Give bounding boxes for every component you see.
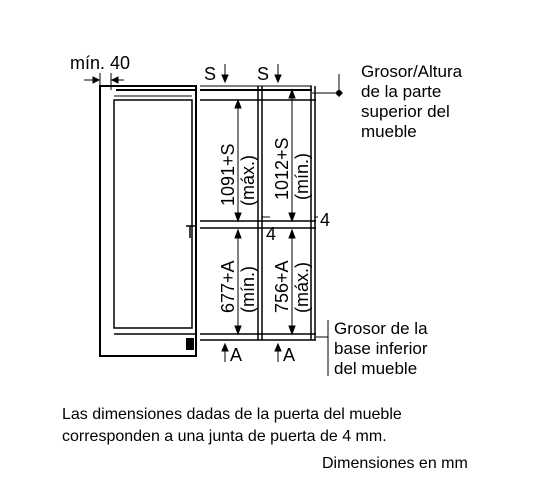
- top-reference-line: [200, 85, 312, 91]
- gap-label-right: 4: [320, 210, 330, 230]
- s-label-left: S: [204, 64, 216, 84]
- dimension-1012-note: (mín.): [292, 153, 312, 200]
- dimension-1012-arrow: [288, 88, 296, 223]
- top-callout-line-4: mueble: [361, 122, 417, 141]
- bottom-callout-line-1: Grosor de la: [334, 319, 428, 338]
- min-gap-label: mín. 40: [70, 53, 130, 73]
- a-arrow-right-icon: [274, 342, 282, 362]
- bottom-callout-line-3: del mueble: [334, 359, 417, 378]
- a-label-right: A: [283, 345, 295, 365]
- door-gap-note-line-2: corresponden a una junta de puerta de 4 …: [62, 428, 387, 445]
- gap-label-middle: 4: [266, 224, 276, 244]
- s-arrow-left-icon: [221, 64, 229, 84]
- s-arrow-right-icon: [274, 64, 282, 84]
- cabinet-panel-middle: [257, 86, 263, 340]
- dimension-677-label: 677+A: [218, 260, 238, 313]
- a-label-left: A: [230, 345, 242, 365]
- bottom-callout-leader: [316, 320, 329, 376]
- top-callout-line-2: de la parte: [361, 82, 441, 101]
- dimension-677-arrow: [234, 228, 242, 336]
- door-gap-note-line-1: Las dimensiones dadas de la puerta del m…: [62, 406, 402, 423]
- dimension-1091-note: (máx.): [238, 155, 258, 206]
- a-arrow-left-icon: [221, 342, 229, 362]
- dimension-1012-label: 1012+S: [272, 137, 292, 200]
- appliance-outline: [99, 85, 197, 357]
- s-label-right: S: [257, 64, 269, 84]
- dimension-1091-arrow: [234, 98, 242, 223]
- bottom-reference-line: [200, 333, 316, 341]
- door-gap-lines: [200, 220, 316, 229]
- dimension-1091-label: 1091+S: [218, 143, 238, 206]
- top-callout-line-3: superior del: [361, 102, 450, 121]
- bottom-callout-line-2: base inferior: [334, 339, 428, 358]
- dimension-756-note: (máx.): [292, 262, 312, 313]
- dimension-756-label: 756+A: [272, 260, 292, 313]
- installation-dimension-diagram: mín. 40 S S: [70, 53, 463, 378]
- cabinet-panel-right: [310, 86, 316, 340]
- door-gap-note: Las dimensiones dadas de la puerta del m…: [62, 404, 532, 448]
- top-callout-leader: [312, 74, 343, 97]
- dimension-677-note: (mín.): [238, 266, 258, 313]
- units-label: Dimensiones en mm: [322, 455, 468, 472]
- min-gap-dimension: [84, 73, 124, 90]
- dimension-756-arrow: [288, 228, 296, 336]
- top-callout-line-1: Grosor/Altura: [361, 62, 463, 81]
